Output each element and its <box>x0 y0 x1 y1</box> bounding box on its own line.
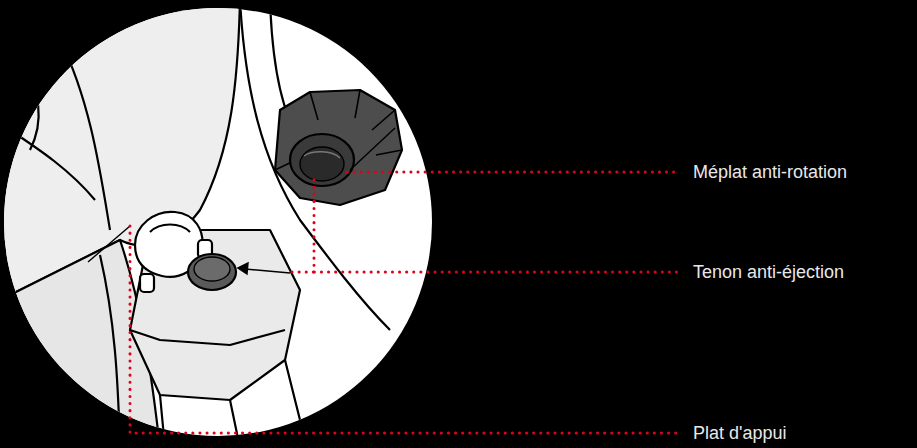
nut-drawing <box>275 90 402 205</box>
part-label: Tenon anti-éjection <box>693 261 844 283</box>
part-label: Méplat anti-rotation <box>693 161 847 183</box>
part-drawing <box>0 0 390 448</box>
part-label: Plat d'appui <box>693 422 787 444</box>
leader-tips <box>88 128 395 274</box>
leader-lines <box>130 172 680 433</box>
